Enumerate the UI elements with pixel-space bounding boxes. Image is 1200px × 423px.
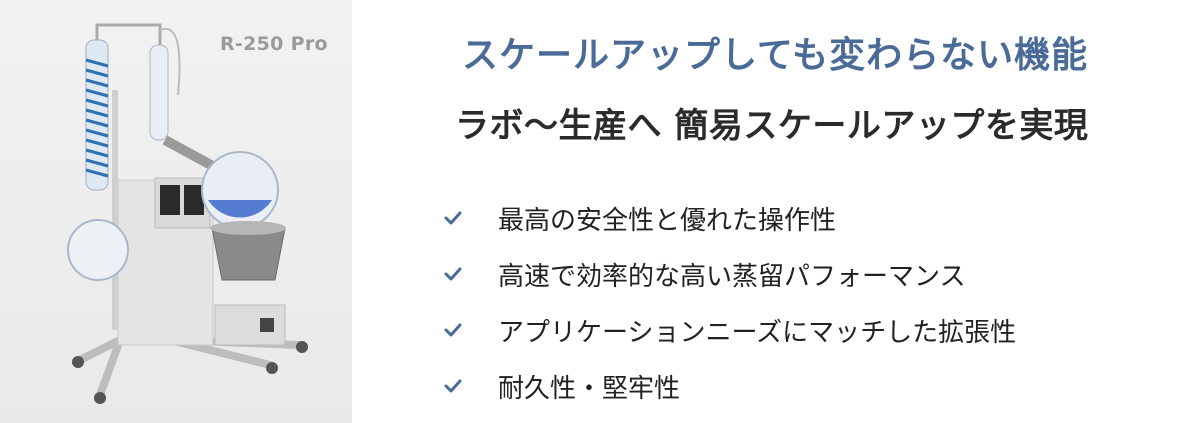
feature-item: アプリケーションニーズにマッチした拡張性 xyxy=(440,302,1016,358)
feature-item: 耐久性・堅牢性 xyxy=(440,358,1016,414)
feature-text: 最高の安全性と優れた操作性 xyxy=(498,205,837,236)
feature-content: スケールアップしても変わらない機能 ラボ〜生産へ 簡易スケールアップを実現 最高… xyxy=(352,0,1200,423)
check-icon xyxy=(444,323,462,337)
headline: スケールアップしても変わらない機能 xyxy=(462,35,1089,76)
check-icon xyxy=(444,211,462,225)
check-icon xyxy=(444,379,462,393)
feature-text: アプリケーションニーズにマッチした拡張性 xyxy=(498,317,1017,348)
check-icon xyxy=(444,267,462,281)
model-label: R-250 Pro xyxy=(220,33,328,55)
feature-text: 高速で効率的な高い蒸留パフォーマンス xyxy=(498,261,966,292)
feature-item: 最高の安全性と優れた操作性 xyxy=(440,190,1016,246)
rotary-evaporator-image xyxy=(67,23,308,404)
feature-text: 耐久性・堅牢性 xyxy=(498,373,681,404)
feature-list: 最高の安全性と優れた操作性 高速で効率的な高い蒸留パフォーマンス アプリケーショ… xyxy=(440,190,1016,414)
subheadline: ラボ〜生産へ 簡易スケールアップを実現 xyxy=(455,106,1089,146)
feature-item: 高速で効率的な高い蒸留パフォーマンス xyxy=(440,246,1016,302)
product-panel: R-250 Pro xyxy=(0,0,352,423)
